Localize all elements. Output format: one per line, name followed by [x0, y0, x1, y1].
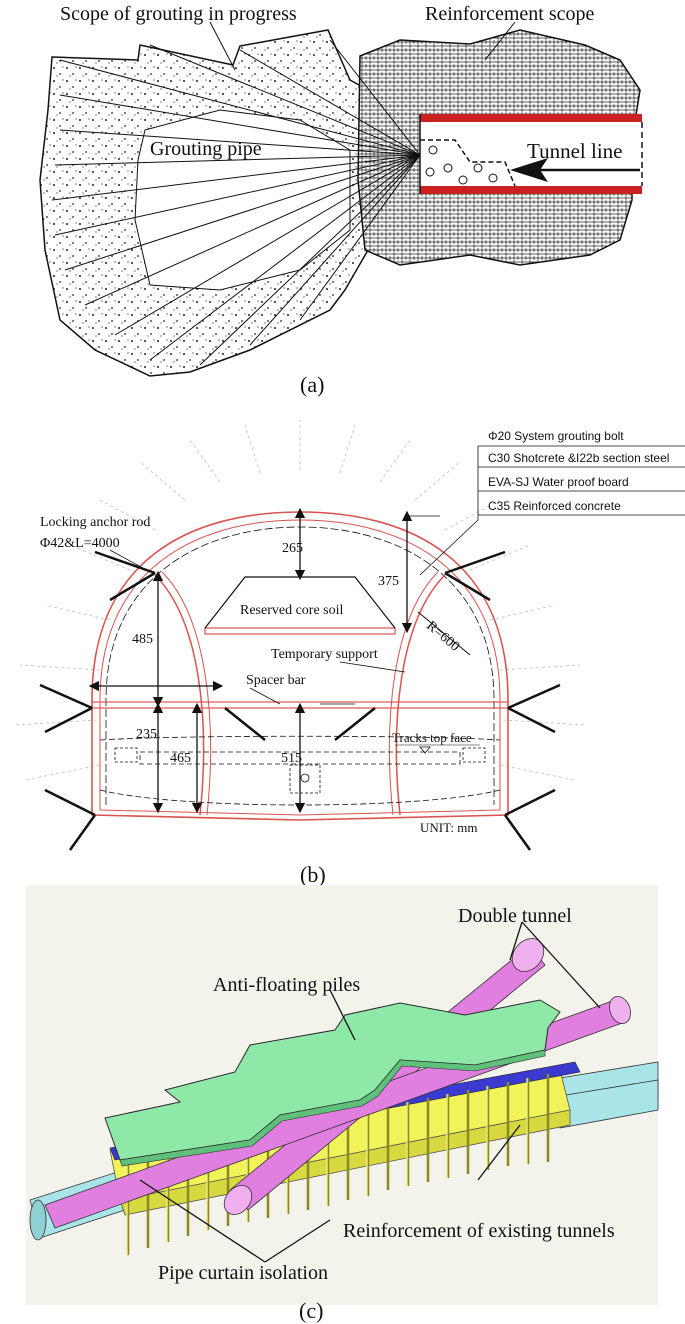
panel-c: Double tunnel Anti-floating piles Reinfo… — [26, 885, 659, 1323]
label-temporary-support: Temporary support — [271, 647, 378, 662]
label-locking-anchor-2: Φ42&L=4000 — [40, 536, 120, 551]
panel-a: Scope of grouting in progress Reinforcem… — [39, 3, 643, 397]
legend-item-3: EVA-SJ Water proof board — [488, 475, 629, 489]
dim-485: 485 — [132, 632, 153, 647]
legend-item-2: C30 Shotcrete &I22b section steel — [488, 451, 669, 465]
dim-265: 265 — [282, 541, 303, 556]
legend-item-4: C35 Reinforced concrete — [488, 499, 621, 513]
core-soil-bar — [204, 627, 396, 635]
legend-leaders — [419, 445, 685, 576]
caption-a: (a) — [300, 372, 324, 397]
label-tracks-top-face: Tracks top face — [392, 730, 472, 745]
dim-375: 375 — [378, 574, 399, 589]
label-double-tunnel: Double tunnel — [458, 905, 572, 927]
legend-item-1: Φ20 System grouting bolt — [488, 429, 624, 443]
radial-grouting-bolts — [14, 420, 586, 781]
dimension-lines — [88, 507, 413, 814]
soil-circles — [425, 145, 498, 185]
tunnel-face-boundary — [420, 139, 516, 187]
label-anti-floating-piles: Anti-floating piles — [213, 974, 360, 996]
label-pipe-curtain: Pipe curtain isolation — [158, 1262, 328, 1284]
temporary-support-left — [154, 574, 205, 816]
panel-b: Φ20 System grouting bolt C30 Shotcrete &… — [14, 420, 685, 887]
temporary-support-right-inner — [388, 571, 439, 816]
tunnel-interior — [420, 118, 642, 192]
label-tunnel-line: Tunnel line — [527, 139, 622, 163]
grouting-pipes — [51, 39, 421, 366]
tunnel-lining-top — [420, 114, 642, 122]
tunnel-lining-bottom — [420, 186, 642, 194]
locking-anchor-rods — [39, 550, 561, 851]
label-unit: UNIT: mm — [420, 820, 477, 835]
label-grouting-pipe: Grouting pipe — [150, 138, 262, 160]
label-grouting-scope: Scope of grouting in progress — [60, 3, 297, 25]
label-locking-anchor-1: Locking anchor rod — [40, 515, 150, 530]
temporary-support-left-inner — [161, 571, 212, 816]
dim-515: 515 — [281, 751, 302, 766]
temporary-support-right — [395, 574, 446, 816]
panel-c-leaders — [139, 921, 601, 1263]
label-reinforcement-existing: Reinforcement of existing tunnels — [343, 1220, 615, 1242]
label-radius: R=600 — [423, 619, 462, 655]
dim-465: 465 — [170, 751, 191, 766]
label-reserved-core-soil: Reserved core soil — [240, 603, 344, 618]
caption-b: (b) — [300, 862, 326, 887]
label-spacer-bar: Spacer bar — [246, 673, 306, 688]
caption-c: (c) — [299, 1298, 323, 1323]
spacer-bar — [91, 701, 509, 709]
dim-235: 235 — [136, 727, 157, 742]
label-reinforcement-scope: Reinforcement scope — [425, 3, 594, 25]
